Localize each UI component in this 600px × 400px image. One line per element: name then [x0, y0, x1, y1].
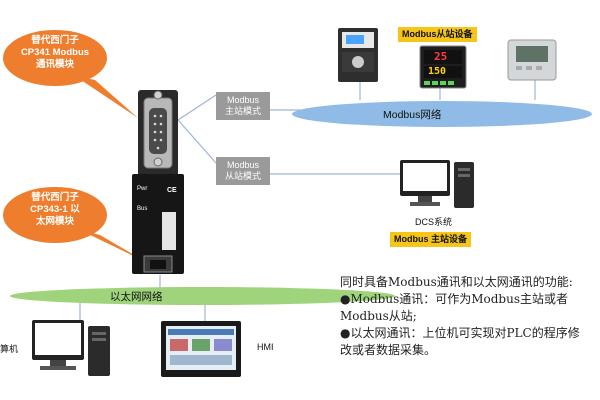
description-line-3: Modbus从站;: [340, 309, 417, 323]
callout-bottom-line-1: 替代西门子: [31, 192, 79, 203]
host-computer-image: [32, 320, 110, 376]
slave-mode-box: Modbus 从站模式: [216, 157, 270, 185]
ethernet-network-ellipse: [10, 287, 395, 305]
gateway-module-image: [132, 90, 184, 274]
controller-pv-display: 25: [434, 50, 448, 63]
master-mode-box: Modbus 主站模式: [216, 92, 270, 120]
callout-bubble-bottom: [3, 187, 148, 263]
controller-sv-display: 150: [428, 66, 447, 77]
slave-mode-line-2: 从站模式: [224, 171, 261, 181]
feature-description: 同时具备Modbus通讯和以太网通讯的功能: ●Modbus通讯：可作为Modb…: [340, 274, 598, 359]
master-device-tag: Modbus 主站设备: [390, 232, 471, 247]
callout-bottom-line-2: CP343-1 以: [30, 204, 80, 215]
slave-mode-line-1: Modbus: [226, 160, 260, 170]
description-line-2: ●Modbus通讯：可作为Modbus主站或者: [340, 292, 568, 306]
dcs-system-label: DCS系统: [415, 217, 453, 227]
module-bus-label: Bus: [137, 206, 148, 212]
module-ce-mark: CE: [167, 187, 177, 194]
modbus-network-ellipse: [292, 101, 592, 127]
callout-top-line-3: 通讯模块: [35, 59, 74, 70]
description-line-5: 改或者数据采集。: [340, 343, 437, 357]
modbus-network-label: Modbus网络: [383, 109, 442, 121]
dcs-computer-image: [400, 160, 474, 208]
description-line-1: 同时具备Modbus通讯和以太网通讯的功能:: [340, 275, 573, 289]
hmi-label: HMI: [257, 342, 274, 352]
master-mode-line-1: Modbus: [226, 95, 260, 105]
description-line-4: ●以太网通讯：上位机可实现对PLC的程序修: [340, 326, 580, 340]
callout-top-text: 替代西门子 CP341 Modbus 通讯模块: [5, 35, 105, 71]
hmi-panel-image: [161, 321, 241, 377]
callout-bottom-text: 替代西门子 CP343-1 以 太网模块: [5, 192, 105, 228]
callout-top-line-1: 替代西门子: [31, 35, 79, 46]
din-meter-image: [507, 39, 557, 81]
master-mode-line-2: 主站模式: [224, 106, 261, 116]
inverter-device-image: [338, 28, 378, 82]
callout-top-line-2: CP341 Modbus: [20, 47, 90, 58]
callout-bottom-line-3: 太网模块: [35, 216, 74, 227]
module-pwr-label: Pwr: [137, 186, 148, 192]
slave-devices-tag: Modbus从站设备: [398, 27, 477, 42]
temperature-controller-image: [419, 45, 467, 89]
computer-label: 算机: [0, 344, 19, 354]
ethernet-network-label: 以太网网络: [110, 291, 163, 303]
callout-bubble-top: [3, 30, 138, 118]
